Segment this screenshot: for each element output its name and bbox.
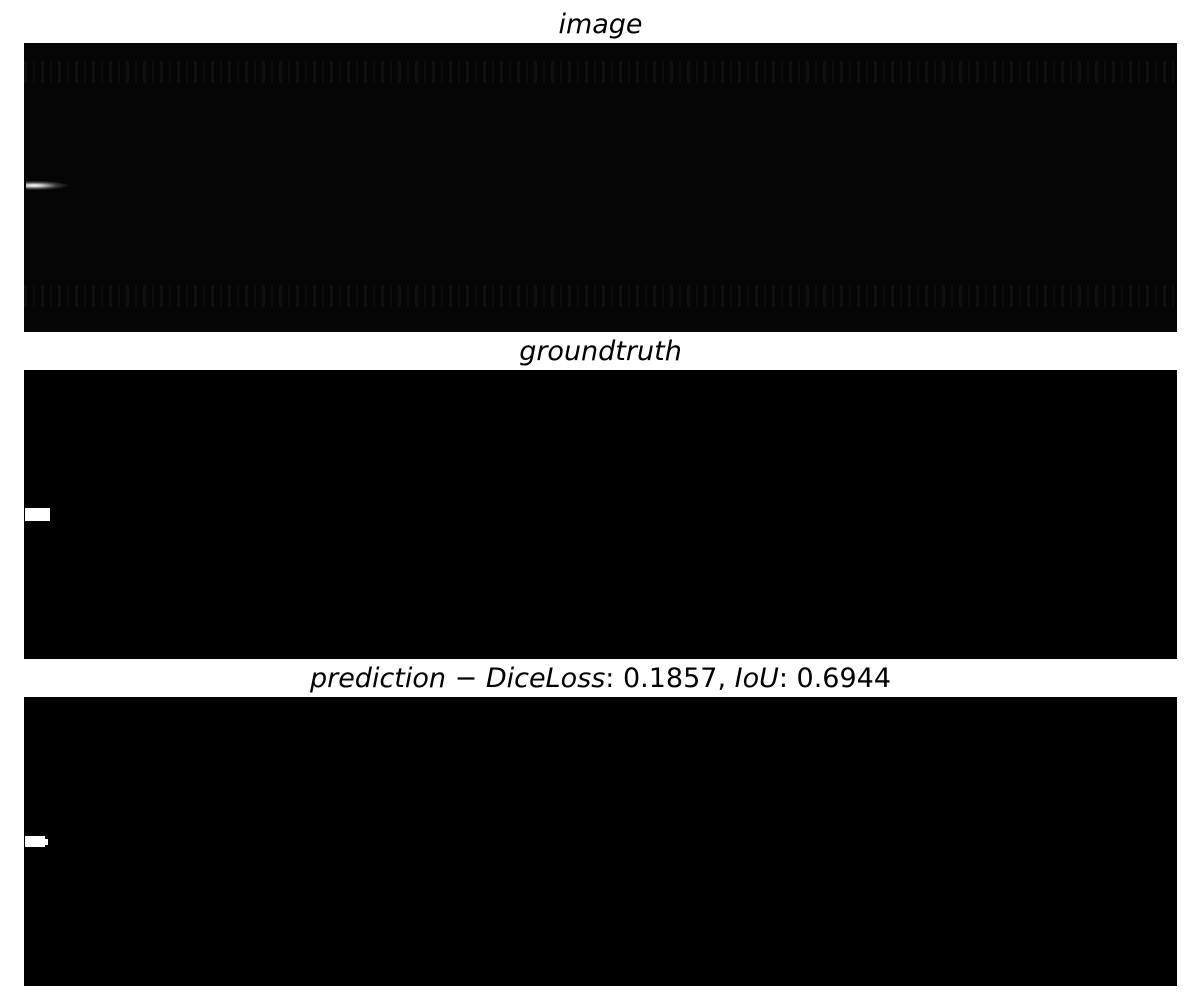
dice-loss-colon: : bbox=[605, 663, 623, 694]
prediction-mask-panel bbox=[24, 697, 1177, 986]
groundtruth-title-text: groundtruth bbox=[519, 336, 682, 367]
image-noise-band-bottom bbox=[24, 285, 1177, 307]
dice-loss-label: DiceLoss bbox=[485, 663, 606, 694]
image-title-text: image bbox=[558, 9, 643, 40]
prediction-title-prefix: prediction bbox=[309, 663, 447, 694]
metric-separator: , bbox=[717, 663, 735, 694]
image-panel-title: image bbox=[24, 8, 1177, 42]
groundtruth-mask-panel bbox=[24, 370, 1177, 659]
iou-colon: : bbox=[778, 663, 797, 694]
prediction-title-separator: − bbox=[446, 663, 486, 694]
iou-label: IoU bbox=[734, 663, 779, 694]
iou-value: 0.6944 bbox=[796, 663, 892, 694]
dice-loss-value: 0.1857 bbox=[622, 663, 718, 694]
prediction-panel-title: prediction − DiceLoss: 0.1857, IoU: 0.69… bbox=[24, 662, 1177, 696]
prediction-mask-tip bbox=[45, 839, 48, 845]
groundtruth-mask-region bbox=[25, 508, 50, 521]
image-bright-spot bbox=[26, 181, 96, 190]
prediction-mask-region bbox=[25, 836, 45, 847]
groundtruth-panel-title: groundtruth bbox=[24, 335, 1177, 369]
input-image-panel bbox=[24, 43, 1177, 332]
image-noise-band-top bbox=[24, 61, 1177, 83]
